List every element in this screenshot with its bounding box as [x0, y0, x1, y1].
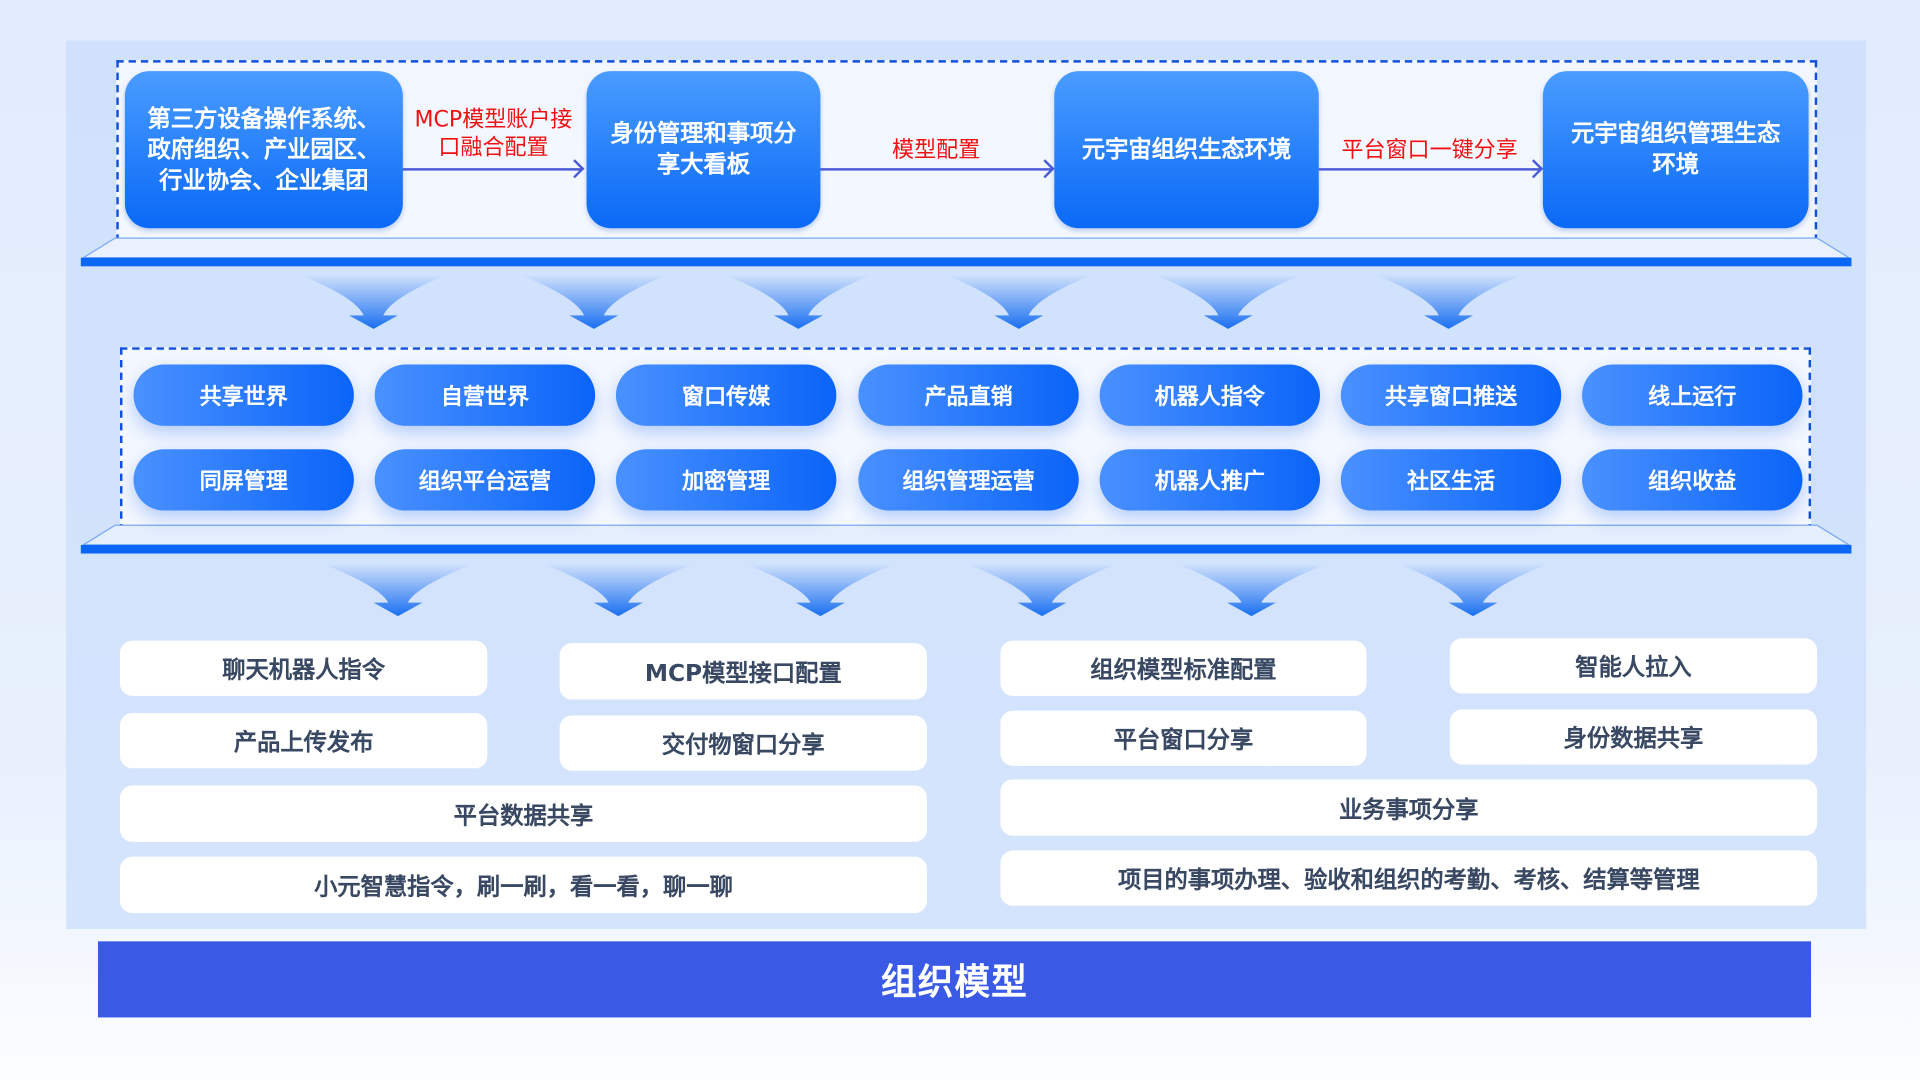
down-arrow-icon: [1177, 564, 1325, 617]
pill-robot-command: 机器人指令: [1099, 364, 1321, 426]
pill-window-push: 共享窗口推送: [1340, 364, 1562, 426]
flow-label-model: 模型配置: [892, 137, 981, 164]
card-window-share: 平台窗口分享: [1000, 710, 1367, 766]
pill-direct-sales: 产品直销: [858, 364, 1079, 426]
card-model-standard: 组织模型标准配置: [1000, 640, 1367, 696]
down-arrows-row-1: [300, 274, 1523, 329]
metaverse-ecosystem-box: 元宇宙组织生态环境: [1054, 71, 1319, 229]
card-project-management: 项目的事项办理、验收和组织的考勤、考核、结算等管理: [1000, 850, 1818, 906]
down-arrow-icon: [324, 564, 472, 617]
card-chatbot-command: 聊天机器人指令: [120, 640, 488, 696]
card-business-share: 业务事项分享: [1000, 779, 1818, 836]
flow-label-mcp: MCP模型账户接口融合配置: [414, 106, 573, 161]
down-arrow-icon: [544, 564, 692, 617]
top-platform-bar: [80, 237, 1852, 267]
pill-encryption: 加密管理: [615, 449, 837, 511]
pill-screen-share: 同屏管理: [133, 449, 354, 511]
flow-arrow-1: [402, 168, 582, 171]
down-arrows-row-2: [324, 564, 1547, 617]
card-smart-command: 小元智慧指令，刷一刷，看一看，聊一聊: [120, 856, 927, 914]
down-arrow-icon: [520, 274, 668, 329]
card-mcp-config: MCP模型接口配置: [559, 643, 927, 700]
pill-online-run: 线上运行: [1582, 364, 1803, 426]
down-arrow-icon: [724, 274, 872, 329]
pill-org-management: 组织管理运营: [858, 449, 1079, 511]
down-arrow-icon: [746, 564, 894, 617]
down-arrow-icon: [945, 274, 1093, 329]
down-arrow-icon: [1375, 274, 1523, 329]
card-identity-data: 身份数据共享: [1449, 709, 1818, 765]
pill-window-media: 窗口传媒: [615, 364, 837, 426]
flow-arrow-2: [820, 168, 1052, 171]
pill-org-revenue: 组织收益: [1582, 449, 1803, 511]
pill-platform-ops: 组织平台运营: [374, 449, 596, 511]
pill-self-world: 自营世界: [374, 364, 596, 426]
source-systems-box: 第三方设备操作系统、政府组织、产业园区、行业协会、企业集团: [124, 71, 403, 229]
down-arrow-icon: [300, 274, 447, 329]
down-arrow-icon: [1154, 274, 1302, 329]
down-arrow-icon: [1399, 564, 1547, 617]
pill-shared-world: 共享世界: [133, 364, 354, 426]
card-deliverable-share: 交付物窗口分享: [559, 715, 927, 771]
middle-platform-bar: [80, 524, 1852, 554]
card-smart-person: 智能人拉入: [1449, 638, 1818, 694]
flow-arrow-3: [1318, 168, 1541, 171]
down-arrow-icon: [968, 564, 1116, 617]
pill-robot-promo: 机器人推广: [1099, 449, 1321, 511]
flow-label-share: 平台窗口一键分享: [1341, 137, 1518, 164]
card-product-upload: 产品上传发布: [120, 713, 488, 769]
pill-community: 社区生活: [1340, 449, 1562, 511]
card-platform-data: 平台数据共享: [120, 785, 927, 842]
identity-dashboard-box: 身份管理和事项分享大看板: [586, 71, 821, 229]
org-model-banner: 组织模型: [97, 941, 1812, 1018]
metaverse-management-box: 元宇宙组织管理生态环境: [1542, 71, 1809, 229]
